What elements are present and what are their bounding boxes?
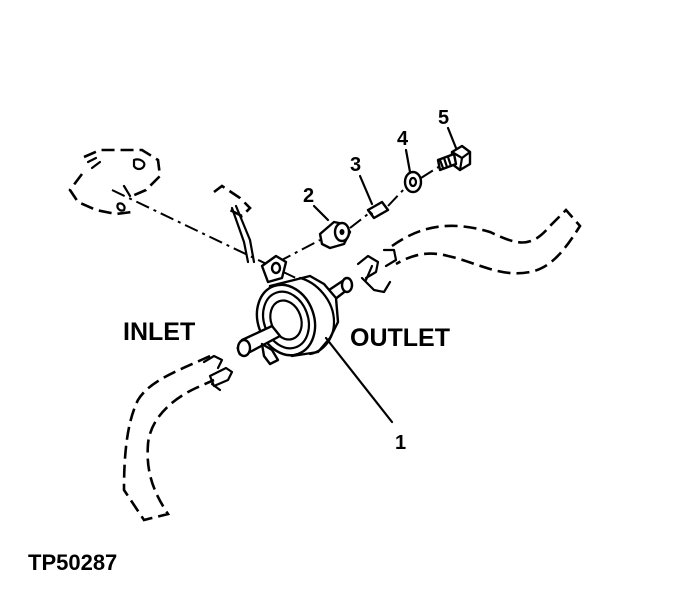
inlet-label: INLET xyxy=(123,318,195,346)
outlet-label: OUTLET xyxy=(350,324,450,352)
outlet-hose xyxy=(356,208,582,294)
mounting-bracket xyxy=(68,148,162,216)
callout-2: 2 xyxy=(303,185,314,207)
grommet xyxy=(318,220,352,250)
callout-leader-2 xyxy=(312,204,330,222)
hose-clamp-upper-left xyxy=(213,184,256,264)
hardware-centerline xyxy=(277,165,441,263)
callout-4: 4 xyxy=(397,128,409,150)
washer xyxy=(403,170,423,194)
callout-1: 1 xyxy=(395,432,406,454)
inlet-hose xyxy=(122,354,234,522)
cap-screw xyxy=(436,144,472,172)
callout-leader-1 xyxy=(324,336,394,424)
figure-id: TP50287 xyxy=(28,550,117,575)
callout-leader-5 xyxy=(446,126,458,150)
callout-5: 5 xyxy=(438,107,449,129)
callout-leader-4 xyxy=(404,148,412,174)
callout-leader-3 xyxy=(358,174,374,206)
fuel-cooler xyxy=(236,254,354,366)
callout-3: 3 xyxy=(350,154,361,176)
spacer xyxy=(366,200,390,220)
